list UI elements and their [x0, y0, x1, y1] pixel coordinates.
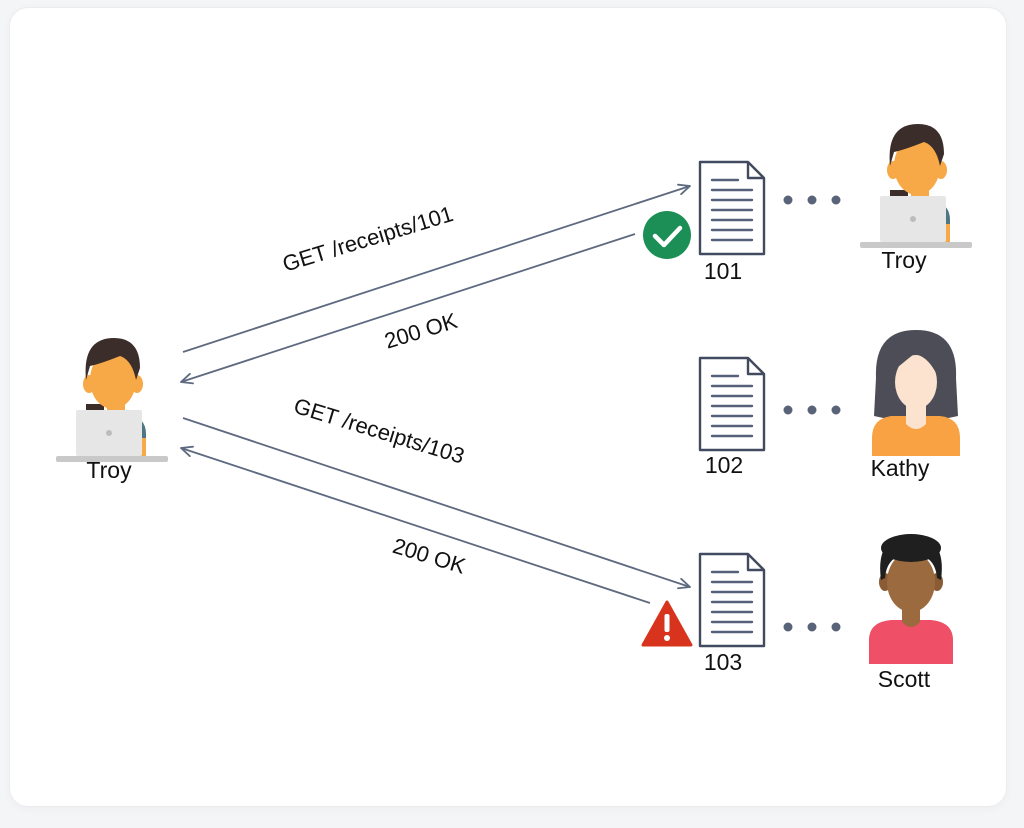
request-label-103: GET /receipts/103 [291, 393, 467, 469]
owner-name-101: Troy [881, 247, 927, 273]
check-circle-icon [643, 211, 691, 259]
request-arrows [180, 183, 691, 604]
document-icon-103 [698, 552, 766, 648]
dots-icon-101 [783, 195, 841, 205]
user-with-laptop-icon [56, 338, 168, 462]
man-user-icon [869, 534, 953, 664]
arrow-response-101 [180, 233, 636, 385]
request-label-101: GET /receipts/101 [280, 201, 456, 277]
document-icon-101 [698, 160, 766, 256]
response-label-101: 200 OK [381, 308, 460, 354]
warning-triangle-icon [641, 600, 693, 647]
document-icon-102 [698, 356, 766, 452]
receipt-id-103: 103 [704, 649, 742, 675]
woman-user-icon [872, 330, 960, 456]
dots-icon-102 [783, 405, 841, 415]
arrow-request-103 [182, 417, 691, 590]
arrow-response-103 [180, 445, 651, 604]
receipt-id-102: 102 [705, 452, 743, 478]
receipt-id-101: 101 [704, 258, 742, 284]
requester-name: Troy [86, 457, 132, 483]
arrow-request-101 [182, 183, 691, 353]
dots-icon-103 [783, 622, 841, 632]
diagram-card [10, 8, 1006, 806]
owner-name-103: Scott [878, 666, 931, 692]
owner-name-102: Kathy [871, 455, 930, 481]
user-with-laptop-icon [860, 124, 972, 248]
